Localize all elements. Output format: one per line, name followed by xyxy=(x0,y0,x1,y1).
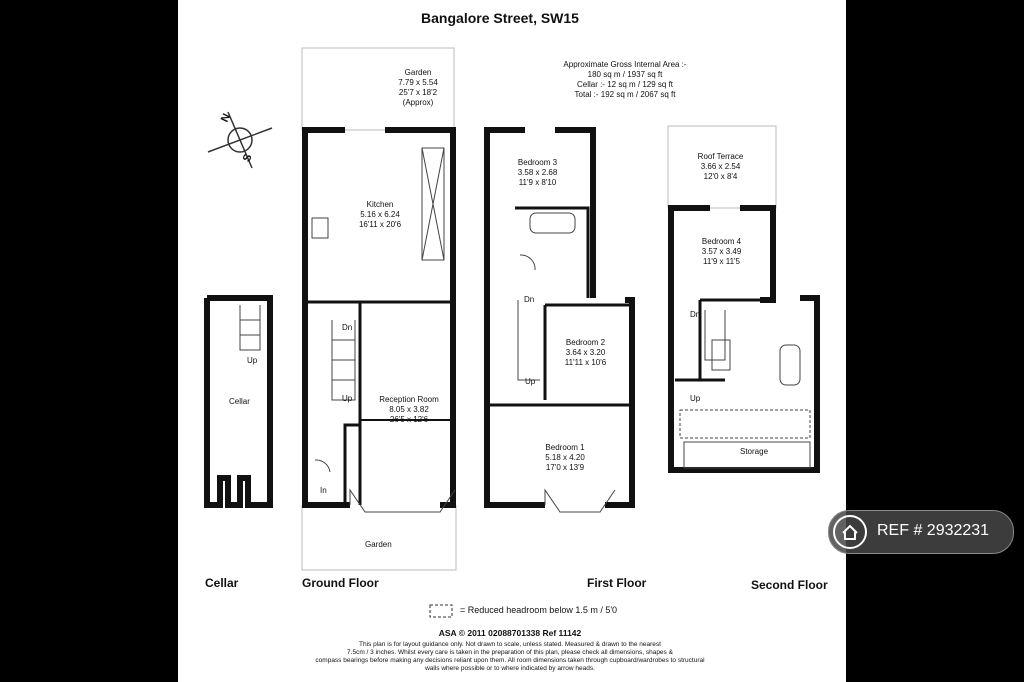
floorplan-sheet xyxy=(178,0,846,682)
second-floor-plan xyxy=(668,205,820,473)
roof-terrace-label: Roof Terrace 3.66 x 2.54 12'0 x 8'4 xyxy=(697,152,744,181)
bedroom-4-label: Bedroom 4 3.57 x 3.49 11'9 x 11'5 xyxy=(701,237,742,266)
entrance-in-marker: In xyxy=(320,486,327,495)
storage-label: Storage xyxy=(740,447,769,456)
garden-top-label: Garden 7.79 x 5.54 25'7 x 18'2 (Approx) xyxy=(398,68,438,107)
cellar-room-label: Cellar xyxy=(229,397,250,406)
second-dn-marker: Dn xyxy=(690,310,701,319)
cellar-up-marker: Up xyxy=(247,356,258,365)
ground-up-marker: Up xyxy=(342,394,353,403)
reduced-headroom-legend-box xyxy=(429,604,453,618)
ref-badge: REF # 2932231 xyxy=(828,510,1014,554)
ref-number: REF # 2932231 xyxy=(877,522,990,539)
house-icon xyxy=(833,515,867,549)
legend-text: = Reduced headroom below 1.5 m / 5'0 xyxy=(460,605,618,615)
cellar-floor-label: Cellar xyxy=(205,576,239,590)
reception-room-label: Reception Room 8.05 x 3.82 26'5 x 12'6 xyxy=(379,395,439,424)
first-floor-label: First Floor xyxy=(587,576,647,590)
second-floor-label: Second Floor xyxy=(751,578,828,592)
bedroom-1-label: Bedroom 1 5.18 x 4.20 17'0 x 13'9 xyxy=(545,443,585,472)
bedroom-2-label: Bedroom 2 3.64 x 3.20 11'11 x 10'6 xyxy=(564,338,607,367)
second-up-marker: Up xyxy=(690,394,701,403)
ground-floor-plan xyxy=(302,127,456,508)
garden-outline xyxy=(301,47,455,131)
first-dn-marker: Dn xyxy=(524,295,535,304)
first-up-marker: Up xyxy=(525,377,536,386)
first-floor-plan xyxy=(484,127,635,508)
area-block: Approximate Gross Internal Area :- 180 s… xyxy=(563,60,687,99)
ground-floor-label: Ground Floor xyxy=(302,576,379,590)
roof-terrace-outline xyxy=(667,125,777,209)
bedroom-3-label: Bedroom 3 3.58 x 2.68 11'9 x 8'10 xyxy=(517,158,558,187)
compass-rose xyxy=(207,111,273,169)
plan-title: Bangalore Street, SW15 xyxy=(421,10,579,26)
front-garden-outline xyxy=(301,505,457,571)
footer-disclaimer: This plan is for layout guidance only. N… xyxy=(315,641,705,672)
kitchen-label: Kitchen 5.16 x 6.24 16'11 x 20'6 xyxy=(358,200,402,229)
front-garden-label: Garden xyxy=(365,540,392,549)
ground-dn-marker: Dn xyxy=(342,323,353,332)
cellar-plan xyxy=(204,295,273,508)
footer-credit: ASA © 2011 02088701338 Ref 11142 xyxy=(438,628,582,638)
